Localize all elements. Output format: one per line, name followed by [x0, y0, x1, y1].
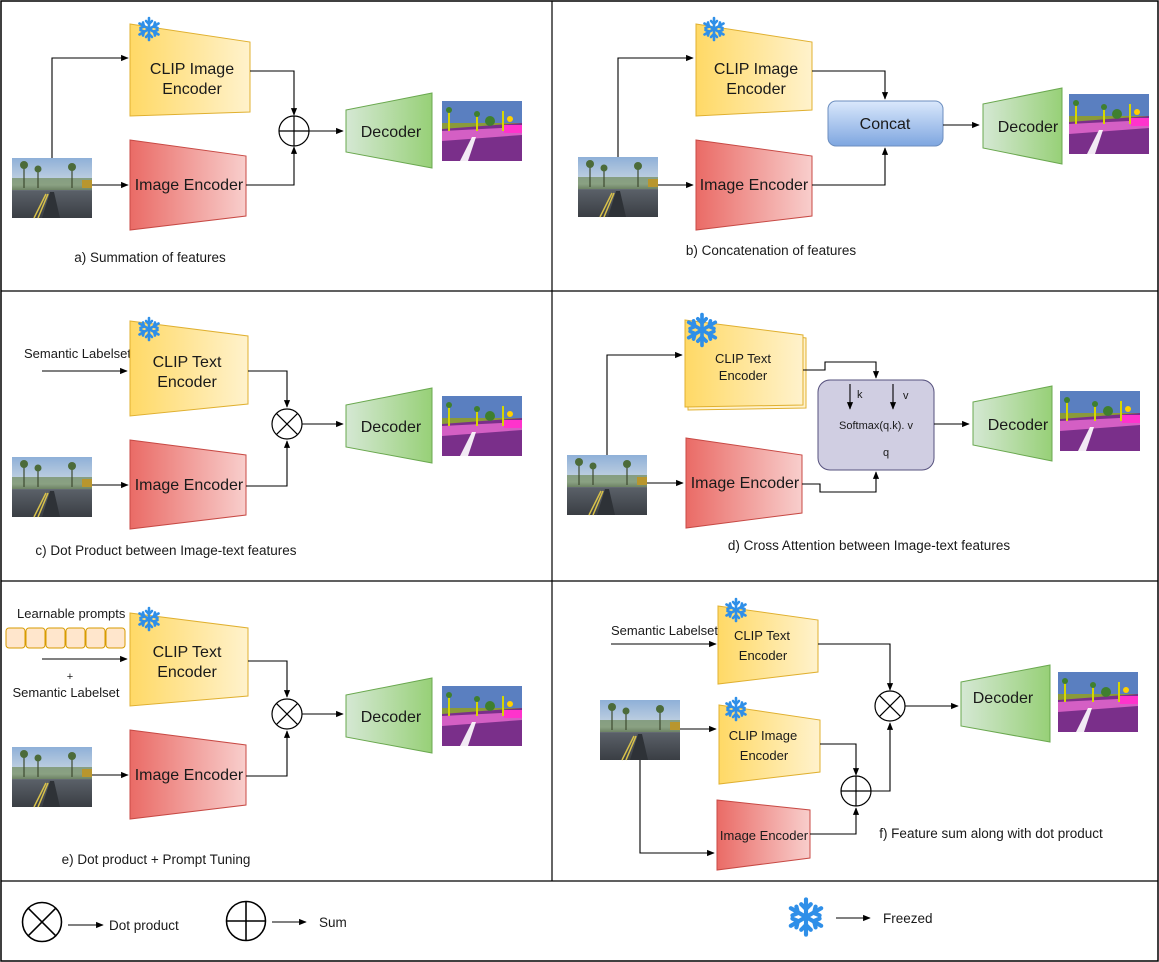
legend-freezed-label: Freezed	[883, 911, 933, 926]
image-encoder	[685, 437, 803, 529]
clip-text-encoder	[684, 319, 804, 408]
input-image	[11, 456, 93, 518]
input-image	[11, 157, 93, 219]
segmentation-output	[442, 396, 522, 456]
panel-c-caption: c) Dot Product between Image-text featur…	[35, 543, 296, 558]
clip-encoder-label-line1: CLIP Image	[150, 61, 234, 78]
panel-b-caption: b) Concatenation of features	[686, 243, 857, 258]
clip-image-encoder	[718, 704, 821, 785]
input-image	[566, 454, 648, 516]
image-encoder-label: Image Encoder	[135, 177, 244, 194]
sum-legend-icon	[225, 900, 267, 942]
clip-text-encoder	[129, 320, 249, 417]
snowflake-legend-icon	[791, 899, 821, 934]
clip-text-label-line1: CLIP Text	[734, 628, 790, 643]
decoder-label: Decoder	[988, 417, 1049, 434]
image-encoder-label: Image Encoder	[700, 177, 809, 194]
attention-formula: Softmax(q.k). v	[839, 420, 913, 432]
image-encoder-label: Image Encoder	[135, 477, 244, 494]
learnable-prompts-label: Learnable prompts	[17, 606, 126, 621]
image-encoder-label: Image Encoder	[720, 828, 809, 843]
clip-encoder-label-line2: Encoder	[157, 664, 217, 681]
input-image	[599, 699, 681, 761]
v-label: v	[903, 390, 909, 402]
decoder-label: Decoder	[973, 690, 1034, 707]
legend: Dot product Sum Freezed	[21, 899, 933, 943]
image-encoder-label: Image Encoder	[691, 475, 800, 492]
clip-text-encoder	[717, 605, 819, 685]
concat-block	[827, 100, 944, 147]
decoder	[960, 664, 1051, 743]
dot-product-operator-icon	[874, 690, 906, 722]
clip-image-encoder	[695, 23, 813, 117]
decoder-label: Decoder	[361, 419, 422, 436]
decoder	[972, 385, 1053, 462]
clip-text-label-line2: Encoder	[739, 648, 788, 663]
segmentation-output	[1069, 94, 1149, 154]
panel-e-caption: e) Dot product + Prompt Tuning	[62, 852, 251, 867]
segmentation-output	[1060, 391, 1140, 451]
semantic-labelset-text: Semantic Labelset	[611, 623, 718, 638]
decoder-label: Decoder	[361, 124, 422, 141]
image-encoder	[695, 139, 813, 231]
dot-product-legend-icon	[21, 901, 63, 943]
segmentation-output	[1058, 672, 1138, 732]
clip-encoder-label-line2: Encoder	[162, 81, 222, 98]
panel-e: Learnable prompts + Semantic Labelset CL…	[5, 606, 522, 867]
panel-d: CLIP Text Encoder Image Encoder k v Soft…	[566, 312, 1140, 553]
dot-product-operator-icon	[271, 698, 303, 730]
sum-operator-icon	[840, 775, 872, 807]
sum-operator-icon	[278, 115, 310, 147]
semantic-labelset-text: Semantic Labelset	[13, 685, 120, 700]
concat-label: Concat	[860, 116, 911, 133]
decoder-label: Decoder	[998, 119, 1059, 136]
decoder	[345, 387, 433, 464]
clip-image-label-line1: CLIP Image	[729, 728, 797, 743]
panel-b: CLIP Image Encoder Image Encoder Concat …	[577, 16, 1149, 258]
clip-encoder-label-line1: CLIP Image	[714, 61, 798, 78]
clip-image-label-line2: Encoder	[740, 748, 789, 763]
segmentation-output	[442, 686, 522, 746]
panel-c: Semantic Labelset CLIP Text Encoder Imag…	[11, 316, 522, 558]
panel-f-caption: f) Feature sum along with dot product	[879, 826, 1103, 841]
dot-product-operator-icon	[271, 408, 303, 440]
learnable-prompt-cells	[5, 627, 126, 649]
image-encoder-label: Image Encoder	[135, 767, 244, 784]
semantic-labelset-text: Semantic Labelset	[24, 346, 131, 361]
input-image	[11, 746, 93, 808]
image-encoder	[129, 439, 247, 530]
panel-d-caption: d) Cross Attention between Image-text fe…	[728, 538, 1010, 553]
clip-encoder-label-line1: CLIP Text	[715, 351, 771, 366]
clip-encoder-label-line1: CLIP Text	[153, 644, 222, 661]
plus-sign: +	[67, 671, 73, 683]
image-encoder	[716, 799, 811, 871]
decoder	[345, 677, 433, 754]
decoder-label: Decoder	[361, 709, 422, 726]
panel-f: Semantic Labelset CLIP Text Encoder CLIP…	[599, 597, 1138, 871]
decoder	[982, 87, 1063, 165]
legend-dot-product-label: Dot product	[109, 918, 179, 933]
clip-text-encoder	[129, 612, 249, 707]
k-label: k	[857, 389, 863, 401]
legend-sum-label: Sum	[319, 915, 347, 930]
decoder	[345, 92, 433, 169]
image-encoder	[129, 729, 247, 820]
clip-encoder-label-line2: Encoder	[719, 368, 768, 383]
image-encoder	[129, 139, 247, 231]
clip-image-encoder	[129, 23, 251, 117]
clip-encoder-label-line2: Encoder	[157, 374, 217, 391]
segmentation-output	[442, 101, 522, 161]
input-image	[577, 156, 659, 218]
panel-a-caption: a) Summation of features	[74, 250, 226, 265]
clip-encoder-label-line1: CLIP Text	[153, 354, 222, 371]
clip-encoder-label-line2: Encoder	[726, 81, 786, 98]
q-label: q	[883, 447, 889, 459]
panel-a: CLIP Image Encoder Image Encoder Decoder…	[11, 16, 522, 265]
